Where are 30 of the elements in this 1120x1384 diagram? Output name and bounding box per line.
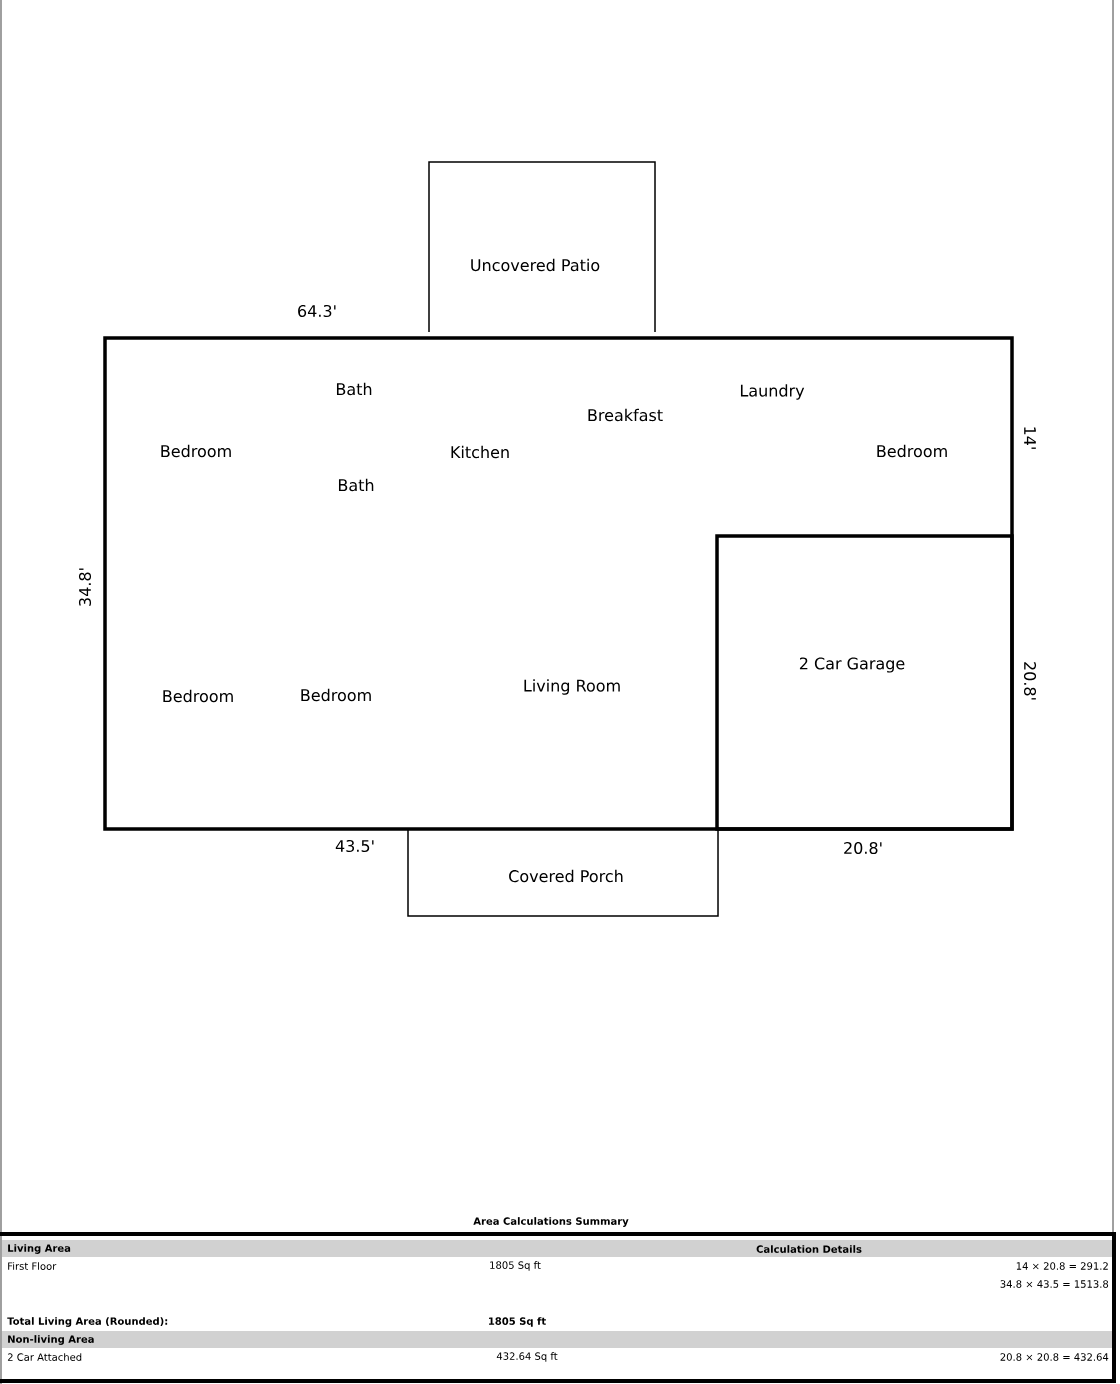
room-label: Uncovered Patio [471,258,600,272]
table-text: 20.8 × 20.8 = 432.64 [1000,1353,1109,1361]
room-label: 2 Car Garage [799,657,905,673]
dimension-label: 43.5' [335,839,374,853]
table-text: Total Living Area (Rounded): [7,1317,168,1327]
table-heading: Calculation Details [756,1245,862,1253]
dimension-label: 64.3' [298,304,336,318]
table-heading: Non-living Area [8,1335,94,1345]
table-text: First Floor [8,1262,57,1270]
table-heading: Living Area [8,1244,71,1254]
room-label: Kitchen [451,445,509,459]
table-text: 1805 Sq ft [490,1261,541,1271]
table-text: 1805 Sq ft [489,1317,546,1327]
table-text: 2 Car Attached [7,1353,82,1361]
room-label: Living Room [524,679,620,695]
room-label: Bedroom [163,689,233,703]
room-label: Bedroom [161,444,231,458]
room-label: Covered Porch [509,869,623,883]
room-label: Bedroom [877,444,947,458]
table-text: 14 × 20.8 = 291.2 [1016,1262,1108,1270]
room-label: Laundry [740,384,805,400]
table-title: Area Calculations Summary [473,1217,629,1227]
dimension-label: 34.8' [78,568,92,606]
room-label: Bath [338,478,374,492]
room-label: Bedroom [301,688,371,702]
room-label: Bath [336,382,372,396]
table-text: 34.8 × 43.5 = 1513.8 [1000,1280,1109,1288]
table-text: 432.64 Sq ft [496,1352,558,1362]
room-label: Breakfast [588,408,663,422]
dimension-label: 14' [1024,427,1036,449]
